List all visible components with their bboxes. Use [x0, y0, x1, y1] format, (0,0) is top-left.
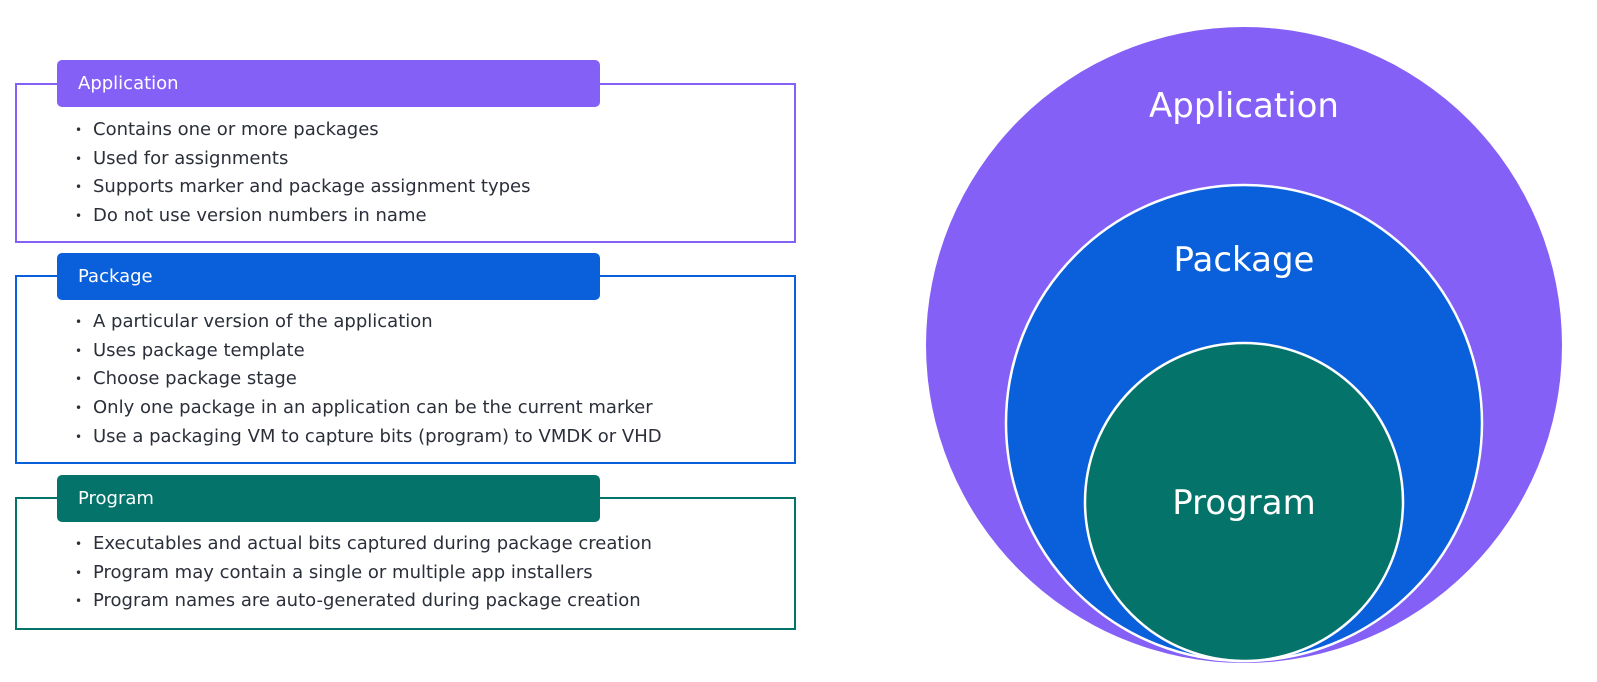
bullet-item: Program names are auto-generated during …	[73, 587, 652, 616]
package-header-label: Package	[78, 266, 153, 287]
bullet-item: Choose package stage	[73, 365, 662, 394]
bullet-item: Only one package in an application can b…	[73, 394, 662, 423]
bullet-item: Executables and actual bits captured dur…	[73, 530, 652, 559]
bullet-item: Supports marker and package assignment t…	[73, 173, 531, 202]
package-bullet-list: A particular version of the application …	[73, 308, 662, 452]
bullet-item: Uses package template	[73, 337, 662, 366]
bullet-item: Contains one or more packages	[73, 116, 531, 145]
bullet-item: A particular version of the application	[73, 308, 662, 337]
nested-circles-diagram: Application Package Program	[926, 27, 1562, 663]
program-circle	[1083, 341, 1405, 663]
bullet-item: Use a packaging VM to capture bits (prog…	[73, 423, 662, 452]
bullet-item: Do not use version numbers in name	[73, 202, 531, 231]
program-header-label: Program	[78, 488, 154, 509]
bullet-item: Program may contain a single or multiple…	[73, 559, 652, 588]
program-bullet-list: Executables and actual bits captured dur…	[73, 530, 652, 616]
application-circle-label: Application	[1149, 86, 1339, 126]
bullet-item: Used for assignments	[73, 145, 531, 174]
program-header: Program	[57, 475, 600, 522]
application-bullet-list: Contains one or more packages Used for a…	[73, 116, 531, 231]
program-circle-label: Program	[1172, 483, 1315, 523]
package-header: Package	[57, 253, 600, 300]
application-header: Application	[57, 60, 600, 107]
package-circle-label: Package	[1174, 240, 1315, 280]
application-header-label: Application	[78, 73, 179, 94]
